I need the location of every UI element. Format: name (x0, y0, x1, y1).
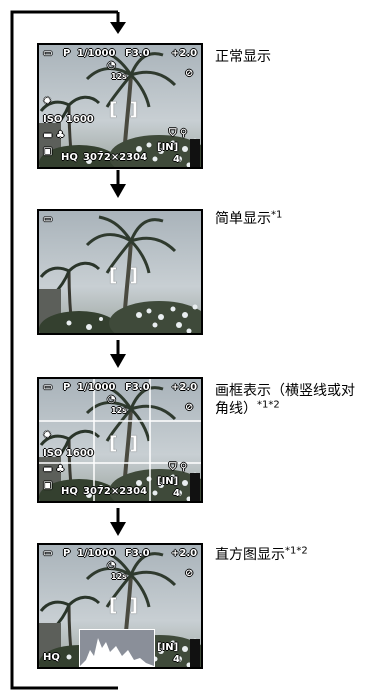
caption-text: 直方图显示 (215, 547, 285, 563)
histogram-panel (79, 629, 155, 667)
shutter-speed: 1/1000 (77, 548, 116, 559)
lcd-screen-normal: ▭ P 1/1000 F3.0 +2.0 ◔ 12s ⊘ ✹ ISO 1600 … (37, 43, 203, 169)
shutter-speed: 1/1000 (77, 48, 116, 59)
battery-icon: ▭ (43, 548, 53, 559)
self-timer-value: 12s (111, 572, 127, 581)
af-target-bracket: [ ] (109, 595, 138, 616)
exposure-compensation: +2.0 (171, 548, 198, 559)
self-timer-value: 12s (111, 72, 127, 81)
self-timer-icon: ◔ (107, 394, 116, 405)
battery-icon: ▭ (43, 48, 53, 59)
af-target-bracket: [ ] (109, 433, 138, 454)
flash-off-icon: ⊘ (185, 568, 194, 579)
aperture-value: F3.0 (125, 382, 150, 393)
iso-value: ISO 1600 (43, 114, 94, 125)
down-arrow-icon (110, 340, 126, 368)
battery-icon: ▭ (43, 214, 53, 225)
af-target-bracket: [ ] (109, 265, 138, 286)
image-quality: HQ (61, 152, 78, 163)
image-resolution: 3072×2304 (83, 486, 148, 497)
caption-simple: 简单显示*1 (215, 210, 282, 228)
flash-off-icon: ⊘ (185, 68, 194, 79)
self-timer-icon: ◔ (107, 560, 116, 571)
memory-indicator: [IN] (157, 476, 179, 487)
caption-normal: 正常显示 (215, 48, 271, 66)
iso-value: ISO 1600 (43, 448, 94, 459)
caption-text: 简单显示 (215, 211, 271, 227)
shots-remaining: 4 (173, 154, 180, 165)
caption-text: 正常显示 (215, 49, 271, 65)
white-balance-icon: ✹ (43, 96, 52, 107)
caption-text: 画框表示（横竖线或对角线） (215, 383, 355, 417)
caption-note: *1*2 (257, 399, 280, 411)
mode-indicator: P (63, 382, 71, 393)
grid-lines (39, 379, 201, 501)
histogram-graph (80, 638, 154, 666)
metering-icon: ▣ (43, 480, 53, 491)
self-timer-value: 12s (111, 406, 127, 415)
aperture-value: F3.0 (125, 548, 150, 559)
memory-indicator: [IN] (157, 642, 179, 653)
down-arrow-icon (110, 170, 126, 198)
shutter-speed: 1/1000 (77, 382, 116, 393)
level-bar (190, 639, 200, 667)
photo-preview (39, 379, 201, 501)
level-bar (190, 139, 200, 167)
scene-icon: ⛉ ⚲ (169, 462, 188, 473)
memory-indicator: [IN] (157, 142, 179, 153)
lcd-screen-simple: ▭ [ ] (37, 209, 203, 335)
battery-icon: ▭ (43, 382, 53, 393)
aperture-value: F3.0 (125, 48, 150, 59)
exposure-compensation: +2.0 (171, 382, 198, 393)
mode-indicator: P (63, 548, 71, 559)
caption-note: *1 (271, 209, 283, 221)
down-arrow-icon (110, 508, 126, 536)
level-bar (190, 473, 200, 501)
caption-note: *1*2 (285, 545, 308, 557)
image-resolution: 3072×2304 (83, 152, 148, 163)
drive-mode-icon: ▬ ♣ (43, 464, 65, 475)
caption-histogram: 直方图显示*1*2 (215, 546, 308, 564)
white-balance-icon: ✹ (43, 430, 52, 441)
lcd-screen-framing-guide: ▭ P 1/1000 F3.0 +2.0 ◔ 12s ⊘ ✹ ISO 1600 … (37, 377, 203, 503)
self-timer-icon: ◔ (107, 60, 116, 71)
metering-icon: ▣ (43, 146, 53, 157)
image-quality: HQ (43, 652, 60, 663)
mode-indicator: P (63, 48, 71, 59)
image-quality: HQ (61, 486, 78, 497)
shots-remaining: 4 (173, 488, 180, 499)
af-target-bracket: [ ] (109, 99, 138, 120)
flash-off-icon: ⊘ (185, 402, 194, 413)
exposure-compensation: +2.0 (171, 48, 198, 59)
lcd-screen-histogram: ▭ P 1/1000 F3.0 +2.0 ◔ 12s ⊘ [ ] HQ [IN]… (37, 543, 203, 669)
shots-remaining: 4 (173, 654, 180, 665)
scene-icon: ⛉ ⚲ (169, 128, 188, 139)
drive-mode-icon: ▬ ♣ (43, 130, 65, 141)
caption-framing-guide: 画框表示（横竖线或对角线）*1*2 (215, 382, 365, 418)
